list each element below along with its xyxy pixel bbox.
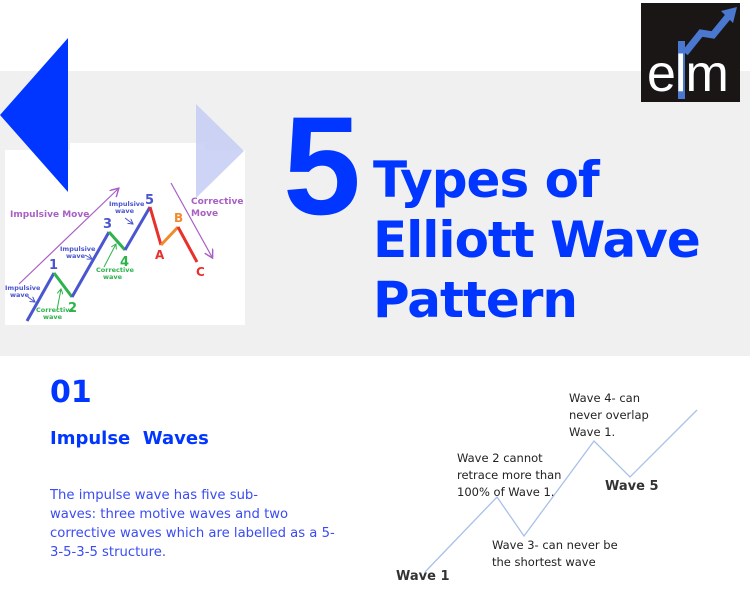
wave4-rule: Wave 4- can never overlap Wave 1. bbox=[569, 391, 649, 439]
corrective-wave-label-b: Corrective bbox=[96, 266, 134, 274]
wave5-label: Wave 5 bbox=[605, 479, 659, 494]
body-line: 3-5-3-5 structure. bbox=[50, 545, 167, 560]
body-line: corrective waves which are labelled as a… bbox=[50, 526, 335, 541]
wave3-rule: Wave 3- can never be the shortest wave bbox=[492, 538, 618, 569]
wave-letter-a: A bbox=[155, 248, 165, 262]
wave-number-2: 2 bbox=[68, 301, 77, 316]
impulsive-wave-label-c2: wave bbox=[115, 207, 135, 215]
wave-number-5: 5 bbox=[145, 193, 154, 208]
wave-number-1: 1 bbox=[49, 258, 58, 273]
big-number: 5 bbox=[283, 87, 361, 244]
page-title: Types of Elliott Wave Pattern bbox=[373, 150, 701, 330]
section-number: 01 bbox=[50, 375, 92, 410]
preview-wave-diagram: Impulsive Move Corrective Move Impulsive… bbox=[0, 38, 244, 322]
corrective-move-label-2: Move bbox=[191, 209, 218, 219]
wave2-rule: Wave 2 cannot retrace more than 100% of … bbox=[457, 451, 562, 499]
corrective-move-label: Corrective bbox=[191, 197, 243, 207]
section-title: Impulse Waves bbox=[50, 428, 209, 449]
wave-letter-c: C bbox=[196, 265, 205, 279]
impulsive-wave-label-b: Impulsive bbox=[60, 245, 96, 253]
corrective-wave-label-b2: wave bbox=[103, 273, 123, 281]
body-line: The impulse wave has five sub- bbox=[50, 488, 259, 503]
wave1-label: Wave 1 bbox=[396, 569, 450, 584]
title-line-3: Pattern bbox=[373, 271, 578, 329]
impulsive-wave-label-c: Impulsive bbox=[109, 200, 145, 208]
impulsive-wave-label-b2: wave bbox=[66, 252, 86, 260]
logo-bar bbox=[678, 41, 685, 99]
title-line-2: Elliott Wave bbox=[373, 211, 701, 269]
wave-letter-b: B bbox=[174, 211, 183, 225]
body-line: waves: three motive waves and two bbox=[50, 507, 289, 522]
title-line-1: Types of bbox=[373, 151, 600, 209]
trend-arrow-icon bbox=[682, 7, 737, 56]
corrective-wave-label: Corrective bbox=[36, 306, 74, 314]
wave-number-4: 4 bbox=[120, 255, 129, 270]
prev-arrow-icon[interactable] bbox=[0, 38, 68, 192]
next-arrow-icon[interactable] bbox=[196, 104, 244, 198]
elm-logo: elm bbox=[641, 3, 740, 102]
section-body: The impulse wave has five sub- waves: th… bbox=[50, 486, 350, 562]
impulsive-wave-label: Impulsive bbox=[5, 284, 41, 292]
corrective-wave-label-2: wave bbox=[43, 313, 63, 321]
logo-text: elm bbox=[647, 45, 729, 103]
impulsive-move-label: Impulsive Move bbox=[10, 210, 89, 220]
wave-number-3: 3 bbox=[103, 217, 112, 232]
impulsive-wave-label-2: wave bbox=[10, 291, 30, 299]
preview-card-tab bbox=[70, 143, 205, 153]
